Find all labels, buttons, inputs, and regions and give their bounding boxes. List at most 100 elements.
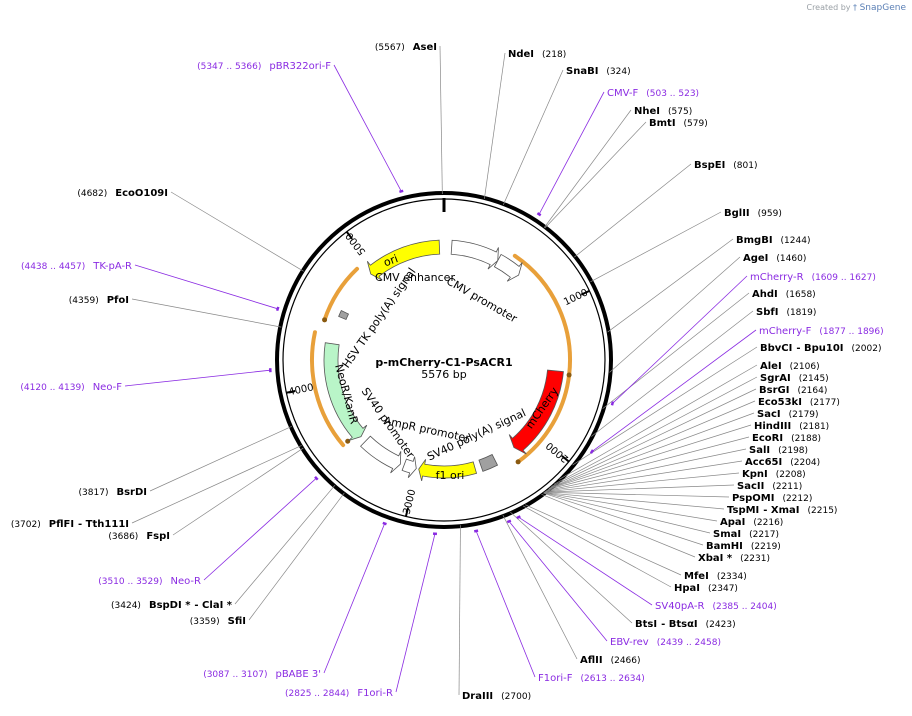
site-label-bbvci[interactable]: BbvCI- Bpu10I(2002)	[760, 343, 881, 354]
orf-arc	[322, 266, 360, 322]
site-label-tspmi[interactable]: TspMI- XmaI(2215)	[727, 505, 837, 516]
site-label-sacii[interactable]: SacII(2211)	[737, 481, 802, 492]
feature-arrow-sv40-promoter[interactable]	[360, 435, 402, 474]
primer-label-f1ori-r[interactable]: (2825 .. 2844)F1ori-R	[285, 688, 393, 699]
site-label-mfei[interactable]: MfeI(2334)	[684, 571, 747, 582]
primer-label-neo-f[interactable]: (4120 .. 4139)Neo-F	[20, 382, 122, 393]
feature-arrow-cmv-promoter[interactable]	[493, 253, 523, 282]
feature-arrow-f1-ori[interactable]	[418, 459, 478, 482]
primer-label-pbabe-3[interactable]: (3087 .. 3107)pBABE 3'	[203, 669, 321, 680]
feature-arrow-ori[interactable]	[366, 239, 441, 281]
site-line-bmti	[544, 121, 647, 229]
site-line-hindiii	[548, 424, 752, 489]
primer-mark-ebv-rev	[506, 519, 512, 524]
feature-arrow-ampr-promoter[interactable]	[401, 456, 417, 478]
feature-arrow-neor-kanr[interactable]	[323, 342, 368, 441]
primer-line-pbr322ori-f	[333, 64, 402, 192]
site-name: BmgBI	[736, 235, 773, 246]
site-label-agei[interactable]: AgeI(1460)	[743, 253, 806, 264]
site-label-bamhi[interactable]: BamHI(2219)	[706, 541, 781, 552]
site-label-bmti[interactable]: BmtI(579)	[649, 118, 708, 129]
primer-line-sv40pa-r	[518, 516, 653, 606]
primer-label-tk-pa-r[interactable]: (4438 .. 4457) TK-pA-R	[21, 261, 132, 272]
site-label-sali[interactable]: SalI(2198)	[749, 445, 808, 456]
site-label-ndei[interactable]: NdeI(218)	[508, 49, 566, 60]
site-line-hpai	[522, 505, 672, 588]
primer-range: (3510 .. 3529)	[98, 577, 162, 587]
site-label-ecori[interactable]: EcoRI(2188)	[752, 433, 821, 444]
site-label-snabi[interactable]: SnaBI(324)	[566, 66, 631, 77]
site-position: (2212)	[782, 494, 812, 504]
site-name: SacI	[757, 409, 781, 420]
site-label-xbai[interactable]: XbaI *(2231)	[698, 553, 770, 564]
site-name-2: - Bpu10I	[796, 343, 843, 354]
primer-label-neo-r[interactable]: (3510 .. 3529)Neo-R	[98, 576, 201, 587]
tick-label-1000: 1000	[562, 287, 590, 308]
site-label-pflfi[interactable]: (3702)PflFI- Tth111I	[11, 519, 129, 530]
site-label-sfii[interactable]: (3359)SfiI	[190, 616, 246, 627]
site-label-pfoi[interactable]: (4359)PfoI	[69, 295, 129, 306]
site-position: (3686)	[108, 532, 138, 542]
site-label-ecoo109i[interactable]: (4682)EcoO109I	[77, 188, 168, 199]
primer-label-f1ori-f[interactable]: F1ori-F(2613 .. 2634)	[538, 673, 645, 684]
primer-name: TK-pA-R	[92, 261, 132, 272]
site-label-bmgbi[interactable]: BmgBI(1244)	[736, 235, 810, 246]
site-label-hpai[interactable]: HpaI(2347)	[674, 583, 738, 594]
site-label-acc65i[interactable]: Acc65I(2204)	[745, 457, 820, 468]
site-label-apai[interactable]: ApaI(2216)	[720, 517, 783, 528]
site-label-fspi[interactable]: (3686)FspI	[108, 531, 170, 542]
orf-arc	[512, 253, 572, 378]
site-label-btsi[interactable]: BtsI- BtsαI(2423)	[635, 619, 736, 630]
site-line-mfei	[525, 504, 682, 576]
site-label-sgrai[interactable]: SgrAI(2145)	[760, 373, 829, 384]
credit-brand: SnapGene	[859, 3, 906, 13]
feature-arrow-cmv-enhancer[interactable]	[450, 239, 499, 270]
orf-arc	[516, 373, 572, 464]
site-label-kpni[interactable]: KpnI(2208)	[742, 469, 806, 480]
primer-label-ebv-rev[interactable]: EBV-rev(2439 .. 2458)	[610, 637, 721, 648]
site-line-bmgbi	[607, 238, 734, 333]
primer-range: (2385 .. 2404)	[712, 602, 776, 612]
orf-arc	[310, 330, 346, 448]
site-line-aflii	[502, 515, 578, 660]
site-label-draiii[interactable]: DraIII(2700)	[462, 691, 531, 702]
site-label-bspdi[interactable]: (3424)BspDI *- ClaI *	[111, 600, 233, 611]
site-label-pspomi[interactable]: PspOMI (2212)	[732, 493, 812, 504]
site-label-eco53ki[interactable]: Eco53kI(2177)	[758, 397, 840, 408]
backbone-outer-ring	[275, 191, 613, 529]
feature-arrow-mcherry[interactable]	[508, 369, 564, 455]
site-label-hindiii[interactable]: HindIII(2181)	[754, 421, 829, 432]
primer-label-mcherry-f[interactable]: mCherry-F(1877 .. 1896)	[759, 326, 884, 337]
plasmid-name: p-mCherry-C1-PsACR1	[375, 356, 512, 369]
primer-label-sv40pa-r[interactable]: SV40pA-R (2385 .. 2404)	[655, 601, 777, 612]
site-label-bsrgi[interactable]: BsrGI(2164)	[759, 385, 827, 396]
site-line-bsrgi	[551, 388, 757, 487]
site-label-bsrdi[interactable]: (3817)BsrDI	[79, 487, 147, 498]
primer-name: SV40pA-R	[655, 601, 704, 612]
site-name: DraIII	[462, 691, 493, 702]
primer-mark-mcherry-r	[610, 401, 615, 406]
site-label-asei[interactable]: (5567)AseI	[375, 42, 437, 53]
site-name: PspOMI	[732, 493, 774, 504]
site-label-sbfi[interactable]: SbfI(1819)	[756, 307, 816, 318]
feature-arrow-hsv-tk-poly-a-signal[interactable]	[338, 310, 350, 321]
primer-label-mcherry-r[interactable]: mCherry-R(1609 .. 1627)	[750, 272, 876, 283]
site-label-nhei[interactable]: NheI(575)	[634, 106, 692, 117]
site-name: EcoRI	[752, 433, 783, 444]
site-line-agei	[609, 256, 741, 373]
site-label-bspei[interactable]: BspEI(801)	[694, 160, 758, 171]
site-position: (2106)	[790, 362, 820, 372]
feature-arrow-sv40-poly-a-signal[interactable]	[478, 453, 499, 472]
primer-label-cmv-f[interactable]: CMV-F(503 .. 523)	[607, 88, 699, 99]
site-label-aflii[interactable]: AflII(2466)	[580, 655, 641, 666]
site-label-bglii[interactable]: BglII(959)	[724, 208, 782, 219]
site-label-alei[interactable]: AleI(2106)	[760, 361, 820, 372]
site-label-ahdi[interactable]: AhdI(1658)	[752, 289, 816, 300]
site-position: (2217)	[749, 530, 779, 540]
site-label-smai[interactable]: SmaI(2217)	[713, 529, 779, 540]
primer-range: (4438 .. 4457)	[21, 262, 85, 272]
site-line-ecoo109i	[170, 191, 304, 272]
primer-label-pbr322ori-f[interactable]: (5347 .. 5366)pBR322ori-F	[197, 61, 331, 72]
site-label-saci[interactable]: SacI(2179)	[757, 409, 819, 420]
site-line-ndei	[484, 52, 506, 200]
